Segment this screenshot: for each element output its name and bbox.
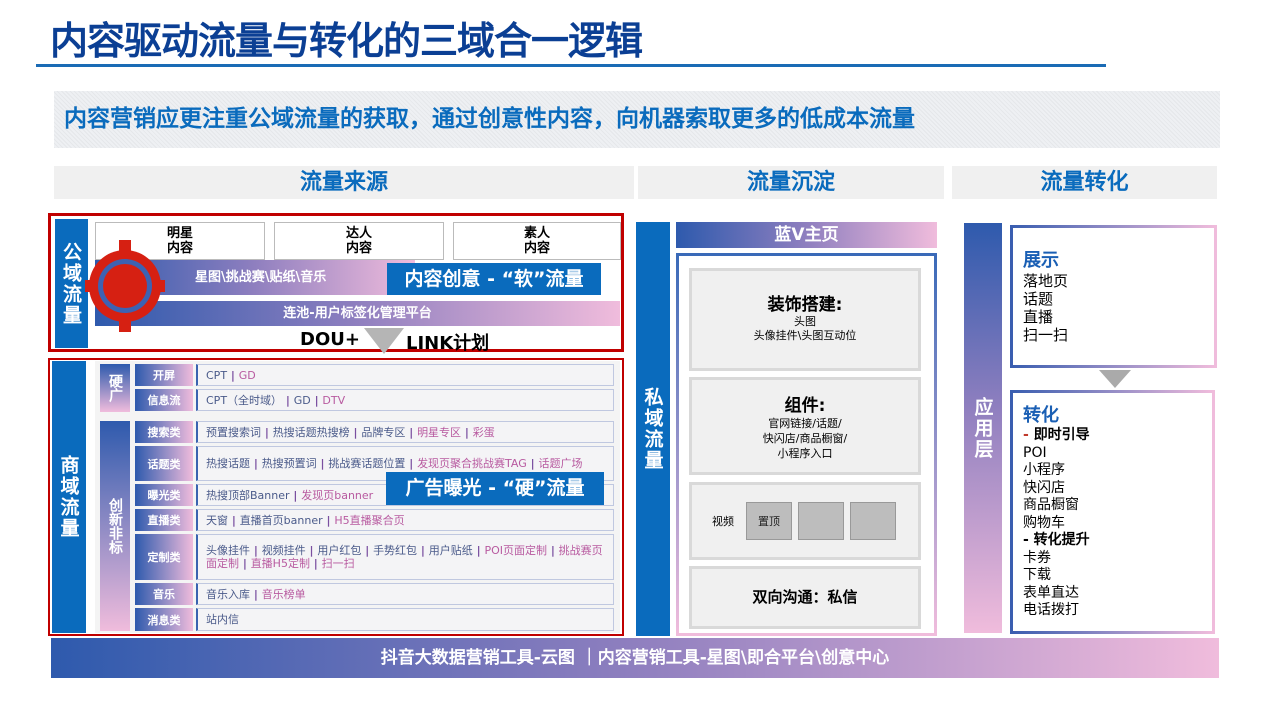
conversion-item: POI — [1023, 444, 1047, 461]
ad-row-values: 预置搜索词 | 热搜话题热搜榜 | 品牌专区 | 明星专区 | 彩蛋 — [196, 421, 614, 443]
conversion-item: 商品橱窗 — [1023, 497, 1079, 513]
target-icon — [85, 240, 165, 332]
ad-row-label: 消息类 — [135, 608, 193, 631]
decor-line: 头图 — [794, 315, 816, 328]
ad-row-text: 音乐入库 | 音乐榜单 — [206, 587, 306, 601]
ad-row-values: CPT（全时域） | GD | DTV — [196, 389, 614, 411]
ad-row-values: 头像挂件 | 视频挂件 | 用户红包 | 手势红包 | 用户贴纸 | POI页面… — [196, 534, 614, 580]
conversion-subheading: - 转化提升 — [1023, 532, 1090, 548]
ad-row-text: 热搜顶部Banner | 发现页banner — [206, 488, 374, 502]
component-box: 组件: 官网链接/话题/ 快闪店/商品橱窗/ 小程序入口 — [689, 377, 921, 475]
subtitle-banner: 内容营销应更注重公域流量的获取，通过创意性内容，向机器索取更多的低成本流量 — [54, 91, 1220, 148]
conversion-item: 快闪店 — [1023, 479, 1065, 496]
decor-box: 装饰搭建: 头图 头像挂件\头图互动位 — [689, 268, 921, 371]
content-type-line: 内容 — [523, 241, 550, 256]
ad-row-text: 头像挂件 | 视频挂件 | 用户红包 | 手势红包 | 用户贴纸 | POI页面… — [206, 544, 603, 570]
component-title: 组件: — [784, 396, 826, 416]
conversion-item: 卡券 — [1023, 549, 1051, 566]
conversion-title: 转化 — [1023, 405, 1059, 426]
content-type-line: 内容 — [166, 241, 193, 256]
component-line: 官网链接/话题/ — [768, 417, 842, 430]
decor-title: 装饰搭建: — [767, 295, 843, 315]
application-layer-label: 应用层 — [964, 223, 1002, 633]
soft-traffic-label: 内容创意 - “软”流量 — [387, 263, 601, 295]
direct-message-box: 双向沟通：私信 — [689, 566, 921, 629]
ad-row-label: 曝光类 — [135, 484, 193, 506]
ad-row-label: 定制类 — [135, 534, 193, 580]
ad-row-values: CPT | GD — [196, 364, 614, 386]
ad-row-label: 信息流 — [135, 389, 193, 411]
group-innovative: 创新非标 — [100, 421, 130, 631]
ad-row-text: CPT（全时域） | GD | DTV — [206, 393, 346, 407]
ad-row-label: 开屏 — [135, 364, 193, 386]
tag-platform-bar: 连池-用户标签化管理平台 — [95, 301, 620, 326]
ad-row-label: 直播类 — [135, 509, 193, 531]
ad-row-values: 天窗 | 直播首页banner | H5直播聚合页 — [196, 509, 614, 531]
display-item: 落地页 — [1023, 272, 1069, 290]
component-line: 小程序入口 — [777, 447, 833, 460]
ad-row-text: 天窗 | 直播首页banner | H5直播聚合页 — [206, 513, 405, 527]
private-domain-label: 私域流量 — [636, 222, 670, 636]
public-domain-label: 公域流量 — [55, 219, 88, 348]
ad-row-label: 话题类 — [135, 446, 193, 481]
ad-row-text: CPT | GD — [206, 368, 256, 382]
content-type-line: 达人 — [345, 226, 372, 241]
ad-row-values: 站内信 — [196, 608, 614, 631]
conversion-item: 购物车 — [1023, 514, 1065, 531]
video-label: 视频 — [712, 515, 734, 528]
video-slot — [850, 502, 896, 540]
video-slot — [798, 502, 844, 540]
dou-plus-label: DOU+ — [300, 329, 360, 350]
content-type-line: 素人 — [523, 226, 550, 241]
conversion-item: 电话拨打 — [1023, 602, 1079, 618]
display-title: 展示 — [1023, 250, 1059, 271]
column-header-source: 流量来源 — [54, 166, 634, 199]
content-type-ordinary: 素人内容 — [453, 222, 621, 260]
commercial-domain-label: 商域流量 — [52, 361, 86, 633]
ad-row-values: 音乐入库 | 音乐榜单 — [196, 583, 614, 605]
hard-traffic-label: 广告曝光 - “硬”流量 — [386, 472, 604, 505]
link-plan-label: LINK计划 — [406, 333, 490, 354]
conversion-items-boost: 卡券下载表单直达电话拨打 — [1023, 550, 1202, 620]
conversion-item: 下载 — [1023, 567, 1051, 583]
ad-row-label: 搜索类 — [135, 421, 193, 443]
conversion-subheading: - 即时引导 — [1023, 427, 1090, 443]
down-arrow-icon — [1099, 370, 1131, 388]
public-domain-frame — [48, 213, 624, 352]
conversion-item: 表单直达 — [1023, 584, 1079, 601]
page-title: 内容驱动流量与转化的三域合一逻辑 — [50, 19, 643, 63]
title-divider — [36, 64, 1106, 67]
video-box: 视频 置顶 — [689, 482, 921, 560]
down-arrow-icon — [364, 328, 404, 354]
ad-row-text: 预置搜索词 | 热搜话题热搜榜 | 品牌专区 | 明星专区 | 彩蛋 — [206, 425, 495, 439]
content-type-kol: 达人内容 — [274, 222, 444, 260]
ad-row-label: 音乐 — [135, 583, 193, 605]
blue-v-homepage-header: 蓝V主页 — [676, 222, 937, 248]
conversion-item: 小程序 — [1023, 462, 1065, 478]
component-line: 快闪店/商品橱窗/ — [762, 432, 848, 445]
conversion-subheading-text: 即时引导 — [1033, 427, 1090, 443]
content-type-line: 明星 — [166, 226, 193, 241]
display-item: 扫一扫 — [1023, 326, 1069, 344]
footer-tools-bar: 抖音大数据营销工具-云图 ｜内容营销工具-星图\即合平台\创意中心 — [51, 638, 1219, 678]
decor-line: 头像挂件\头图互动位 — [753, 329, 857, 342]
ad-row-text: 热搜话题 | 热搜预置词 | 挑战赛话题位置 | 发现页聚合挑战赛TAG | 话… — [206, 457, 583, 470]
display-item: 话题 — [1023, 290, 1054, 308]
column-header-settle: 流量沉淀 — [638, 166, 944, 199]
display-item: 直播 — [1023, 308, 1054, 326]
display-box: 展示 落地页 话题 直播 扫一扫 — [1010, 225, 1217, 368]
column-header-convert: 流量转化 — [952, 166, 1217, 199]
pinned-video-slot: 置顶 — [746, 502, 792, 540]
group-hard-ad: 硬广 — [100, 364, 130, 412]
content-type-line: 内容 — [345, 241, 372, 256]
ad-row-text: 站内信 — [206, 613, 239, 626]
